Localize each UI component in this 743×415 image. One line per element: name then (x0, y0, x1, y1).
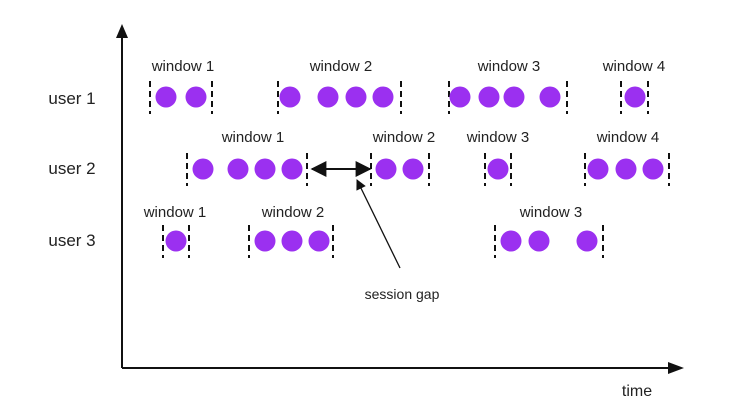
session-gap-label: session gap (365, 286, 440, 302)
window-label: window 1 (151, 58, 215, 75)
window-label: window 3 (466, 129, 530, 146)
event-dot (503, 86, 525, 108)
x-axis-arrow-icon (668, 362, 684, 374)
event-dot (528, 230, 550, 252)
event-dot (624, 86, 646, 108)
event-dot (317, 86, 339, 108)
event-dot (345, 86, 367, 108)
window-label: window 2 (372, 129, 436, 146)
event-dot (192, 158, 214, 180)
event-dot (449, 86, 471, 108)
event-dot (375, 158, 397, 180)
window-label: window 3 (477, 58, 541, 75)
event-dot (372, 86, 394, 108)
window-label: window 1 (221, 129, 285, 146)
window-label: window 2 (261, 204, 325, 221)
y-axis-arrow-icon (116, 24, 128, 38)
row-label-user-2: user 2 (48, 159, 95, 178)
event-dot (281, 230, 303, 252)
event-dot (478, 86, 500, 108)
window-label: window 2 (309, 58, 373, 75)
event-dot (642, 158, 664, 180)
event-dot (185, 86, 207, 108)
event-dot (165, 230, 187, 252)
event-dot (539, 86, 561, 108)
row-label-user-1: user 1 (48, 89, 95, 108)
event-dot (587, 158, 609, 180)
event-dot (279, 86, 301, 108)
event-dot (281, 158, 303, 180)
x-axis-label: time (622, 383, 652, 400)
event-dot (576, 230, 598, 252)
event-dot (227, 158, 249, 180)
event-dot (254, 230, 276, 252)
event-dot (615, 158, 637, 180)
event-dot (500, 230, 522, 252)
row-label-user-3: user 3 (48, 231, 95, 250)
event-dot (402, 158, 424, 180)
event-dot (155, 86, 177, 108)
event-dot (308, 230, 330, 252)
session-gap-pointer-arrow (356, 179, 401, 269)
window-label: window 3 (519, 204, 583, 221)
window-marks (149, 81, 670, 258)
window-label: window 4 (596, 129, 660, 146)
window-label: window 1 (143, 204, 207, 221)
window-label: window 4 (602, 58, 666, 75)
event-dot (487, 158, 509, 180)
event-dot (254, 158, 276, 180)
